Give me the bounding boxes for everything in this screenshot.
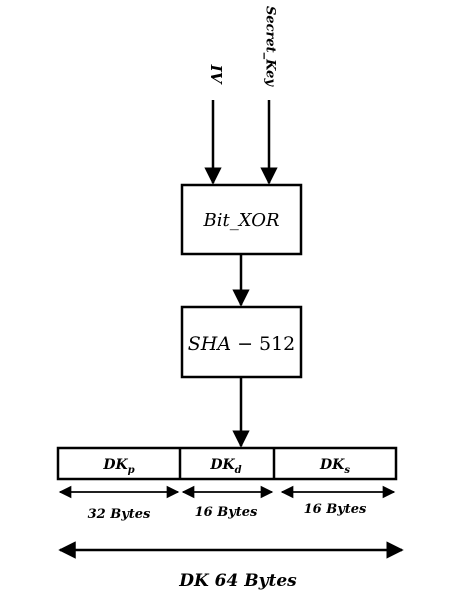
segment-dkp-label: DKp [102, 457, 134, 476]
iv-label: IV [207, 64, 225, 85]
segment-dkd-label: DKd [209, 457, 241, 476]
secret-key-label: Secret_Key [263, 6, 278, 87]
segment-dkp-base: DK [102, 457, 128, 473]
sha512-box [180, 305, 303, 379]
segment-dks-label: DKs [319, 457, 350, 476]
bit-xor-label: Bit_XOR [202, 210, 279, 231]
sha-separator: − [237, 333, 253, 355]
sha-bits: 512 [259, 333, 295, 355]
segment-dks-base: DK [319, 457, 345, 473]
segment-dkd-base: DK [209, 457, 235, 473]
total-key-size-label: DK 64 Bytes [178, 571, 297, 591]
segment-dks-size: 16 Bytes [304, 502, 367, 517]
segment-dkp-size: 32 Bytes [88, 507, 151, 522]
derived-key-bar [56, 446, 398, 481]
segment-dkp-sub: p [128, 465, 135, 476]
sha-name: SHA [188, 333, 231, 355]
segment-dks-sub: s [344, 465, 350, 476]
segment-dkd-sub: d [235, 465, 242, 476]
segment-dkd-size: 16 Bytes [195, 505, 258, 520]
sha512-label: SHA−512 [188, 333, 296, 355]
bit-xor-box [180, 183, 303, 256]
